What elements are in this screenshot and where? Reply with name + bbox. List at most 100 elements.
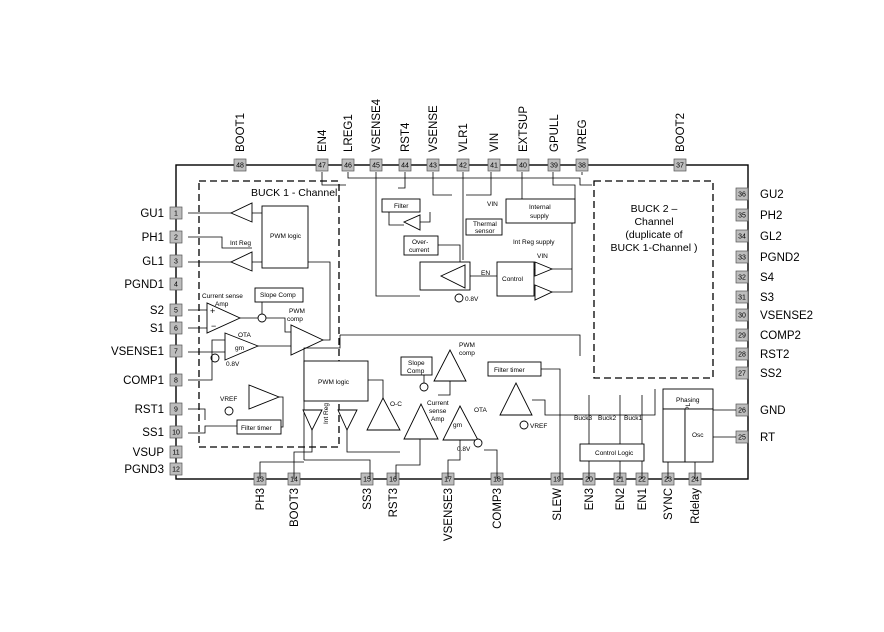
pin-box [673,158,687,172]
pin-number: 47 [318,162,326,169]
pin-number: 14 [290,476,298,483]
filter-label: Filter [394,203,409,210]
buck1-region [198,180,340,448]
int-reg-supply-label: Int Reg supply [513,239,555,246]
pin-box [735,187,749,201]
pin-number: 9 [174,406,178,413]
pwm-comp-label-3a: PWM [459,342,475,349]
pin-box [735,250,749,264]
pin-box [735,308,749,322]
pin-number: 5 [174,307,178,314]
v08-label-3: 0.8V [457,446,471,453]
rst-comp-1 [248,384,281,410]
pin-number: 18 [493,476,501,483]
buck3-label: Buck3 [574,415,592,422]
pin-number: 7 [174,348,178,355]
osc-label: Osc [692,432,704,439]
oc-comp-3 [366,397,401,431]
pin-box [169,321,183,335]
pin-label: EN4 [317,129,329,152]
pin-number: 4 [174,281,178,288]
pin-box [735,208,749,222]
pin-number: 37 [676,162,684,169]
pin-box [735,366,749,380]
pin-label: PGND3 [124,464,164,476]
pin-number: 10 [172,429,180,436]
csa-label-3c: Amp [431,416,445,423]
pin-number: 32 [738,274,746,281]
buck-enable-wires [588,395,643,444]
pin-number: 40 [519,162,527,169]
pin-number: 2 [174,234,178,241]
pin-number: 41 [490,162,498,169]
buck1-internals: PWM logic Int Reg Slope Comp Current sen… [188,202,331,435]
pin-box [369,158,383,172]
pin-label: SYNC [663,488,675,520]
filter-comp [402,214,421,231]
pin-label: SS1 [142,427,164,439]
pin-s2: 5S2 [150,303,183,317]
slope-comp-label-3b: Comp [407,368,425,375]
pin-box [169,462,183,476]
pin-s1: 6S1 [150,321,183,335]
filter-box [381,198,421,213]
pin-number: 39 [550,162,558,169]
pin-box [169,344,183,358]
pin-label: SS3 [362,488,374,510]
pwm-comp-label-1a: PWM [289,308,305,315]
vin-label-2: VIN [537,253,548,260]
summing-node-1 [257,313,267,323]
pin-box [735,290,749,304]
gm-label-1: gm [235,345,244,352]
pwm-comp-label-3b: comp [459,350,475,357]
control-logic-label: Control Logic [595,450,634,457]
pin-number: 1 [174,210,178,217]
buck3-frame [303,334,581,479]
buck1-title: BUCK 1 - Channel [251,187,337,199]
pin-label: RST4 [400,122,412,152]
pwm-comp-label-1b: comp [287,316,303,323]
driver-gl1 [229,251,253,272]
pin-box [516,158,530,172]
pin-number: 8 [174,377,178,384]
pin-number: 12 [172,466,180,473]
control-logic-box [579,443,645,462]
pin-number: 19 [553,476,561,483]
pin-label: COMP3 [492,488,504,529]
en-label: EN [481,270,490,277]
pin-label: COMP2 [760,330,801,342]
buck2-line4: BUCK 1-Channel ) [611,242,698,254]
pin-number: 44 [401,162,409,169]
v08-label-1: 0.8V [226,361,240,368]
pin-box [169,425,183,439]
pin-box [398,158,412,172]
pin-label: S1 [150,323,164,335]
buck2-line3: (duplicate of [625,229,682,241]
pin-box [169,303,183,317]
pwm-logic-label-3: PWM logic [318,379,350,386]
buck2-line2: Channel [634,216,673,228]
pin-number: 30 [738,312,746,319]
pin-label: VSENSE3 [443,488,455,541]
internal-supply-box [505,198,576,224]
pin-label: VSUP [133,447,165,459]
pin-box [169,373,183,387]
pin-number: 27 [738,370,746,377]
